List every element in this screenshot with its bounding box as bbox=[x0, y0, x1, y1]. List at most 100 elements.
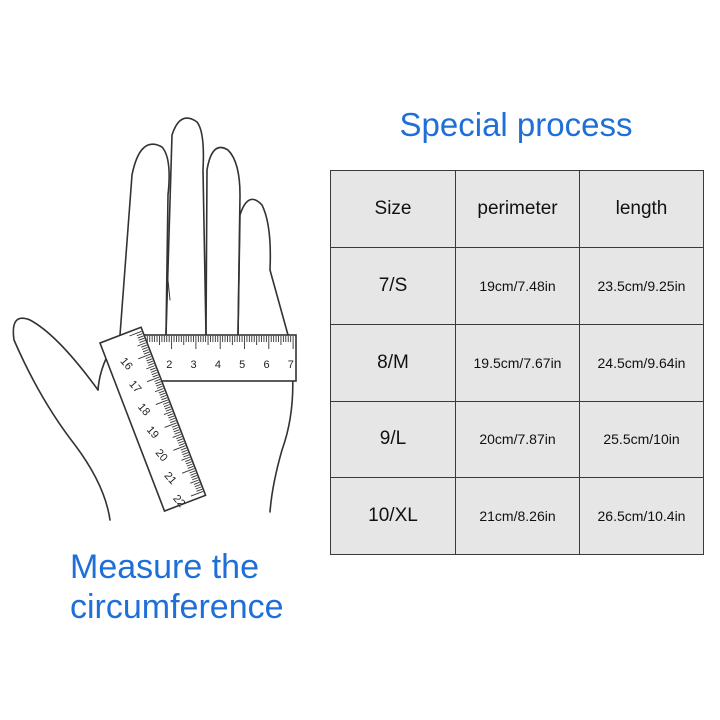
tape-tick bbox=[146, 376, 160, 383]
tape-tick bbox=[169, 417, 176, 421]
tape-tick bbox=[136, 333, 143, 337]
tape-tick bbox=[196, 488, 203, 492]
tape-tick bbox=[163, 404, 170, 408]
tape-tick bbox=[149, 367, 156, 371]
tape-tick bbox=[145, 356, 152, 360]
tape-tick bbox=[141, 344, 148, 348]
tape-number: 6 bbox=[263, 359, 269, 371]
table-row: 7/S 19cm/7.48in 23.5cm/9.25in bbox=[330, 247, 704, 325]
length-cell: 26.5cm/10.4in bbox=[579, 477, 704, 555]
tape-tick bbox=[155, 399, 169, 406]
tape-tick bbox=[129, 330, 142, 337]
tape-tick bbox=[155, 381, 162, 385]
tape-tick bbox=[193, 481, 200, 485]
tape-tick bbox=[190, 491, 204, 497]
tape-tick bbox=[168, 415, 175, 419]
tape-tick bbox=[156, 383, 162, 387]
tape-tick bbox=[165, 408, 172, 412]
tape-tick bbox=[185, 461, 192, 465]
perimeter-cell: 19cm/7.48in bbox=[455, 247, 580, 325]
tape-number: 3 bbox=[191, 359, 197, 371]
tape-tick bbox=[154, 388, 164, 393]
tape-number: 5 bbox=[239, 359, 245, 371]
perimeter-cell: 19.5cm/7.67in bbox=[455, 323, 580, 402]
header-size: Size bbox=[330, 170, 456, 248]
tape-tick bbox=[138, 337, 145, 341]
tape-tick bbox=[181, 449, 188, 453]
tape-tick bbox=[190, 472, 197, 476]
tape-tick bbox=[163, 410, 173, 416]
tape-tick bbox=[139, 340, 146, 344]
tape-tick bbox=[150, 369, 157, 373]
perimeter-cell: 21cm/8.26in bbox=[455, 477, 580, 555]
header-length: length bbox=[579, 170, 704, 248]
tape-tick bbox=[173, 445, 186, 451]
tape-tick bbox=[167, 413, 174, 417]
table-row: 9/L 20cm/7.87in 25.5cm/10in bbox=[330, 400, 704, 479]
tape-tick bbox=[176, 436, 183, 440]
tape-tick bbox=[194, 484, 201, 488]
size-cell: 7/S bbox=[330, 247, 456, 325]
tape-tick bbox=[138, 353, 151, 360]
tape-tick bbox=[159, 392, 166, 396]
tape-tick bbox=[146, 365, 155, 370]
tape-side-rect bbox=[98, 326, 207, 513]
length-cell: 25.5cm/10in bbox=[579, 400, 704, 479]
tape-tick bbox=[183, 454, 190, 458]
tape-tick bbox=[141, 346, 148, 350]
tape-number: 7 bbox=[288, 359, 294, 371]
tape-tick bbox=[137, 342, 147, 347]
tape-tick bbox=[181, 456, 191, 461]
tape-tick bbox=[182, 452, 189, 456]
tape-tick bbox=[177, 438, 184, 442]
tape-tick bbox=[184, 458, 191, 462]
tape-tick bbox=[171, 424, 178, 428]
tape-tick bbox=[181, 468, 195, 474]
tape-tick bbox=[164, 406, 171, 410]
tape-tick bbox=[173, 429, 180, 433]
tape-tick bbox=[146, 358, 153, 362]
page-title: Special process bbox=[399, 106, 633, 143]
tape-tick bbox=[191, 475, 198, 478]
tape-tick bbox=[160, 394, 167, 398]
tape-tick bbox=[180, 447, 187, 451]
tape-tick bbox=[178, 442, 185, 446]
tape-tick bbox=[143, 351, 150, 355]
length-cell: 23.5cm/9.25in bbox=[579, 247, 704, 325]
tape-tick bbox=[189, 470, 196, 474]
tape-tick bbox=[163, 401, 169, 405]
tape-tick bbox=[156, 385, 163, 389]
tape-tick bbox=[151, 372, 158, 376]
hand-measure-figure: 123456716171819202122 bbox=[12, 117, 297, 521]
tape-number: 4 bbox=[215, 359, 221, 371]
measure-caption: Measure the circumference bbox=[70, 548, 284, 626]
tape-tick bbox=[177, 440, 184, 444]
tape-tick bbox=[147, 360, 154, 364]
header-perimeter: perimeter bbox=[455, 170, 580, 248]
tape-tick bbox=[195, 486, 202, 490]
perimeter-cell: 20cm/7.87in bbox=[455, 400, 580, 479]
tape-tick bbox=[164, 422, 177, 428]
size-cell: 9/L bbox=[330, 400, 456, 479]
tape-tick bbox=[137, 335, 144, 339]
tape-tick bbox=[172, 426, 179, 430]
tape-tick bbox=[158, 390, 165, 394]
tape-tick bbox=[186, 463, 193, 467]
hand-illustration: 123456716171819202122 bbox=[0, 100, 330, 540]
tape-tick bbox=[161, 397, 168, 401]
size-cell: 10/XL bbox=[330, 477, 456, 555]
tape-number: 2 bbox=[166, 359, 172, 371]
measuring-tape: 123456716171819202122 bbox=[98, 326, 297, 513]
tape-tick bbox=[170, 420, 176, 424]
tape-tick bbox=[148, 362, 155, 366]
table-header-row: Size perimeter length bbox=[330, 170, 704, 248]
tape-tick bbox=[154, 378, 161, 382]
tape-tick bbox=[172, 433, 182, 438]
tape-tick bbox=[142, 349, 149, 353]
tape-tick bbox=[192, 477, 198, 481]
table-row: 8/M 19.5cm/7.67in 24.5cm/9.64in bbox=[330, 323, 704, 402]
length-cell: 24.5cm/9.64in bbox=[579, 323, 704, 402]
size-table: Size perimeter length 7/S 19cm/7.48in 23… bbox=[330, 170, 704, 555]
tape-tick bbox=[152, 374, 159, 378]
